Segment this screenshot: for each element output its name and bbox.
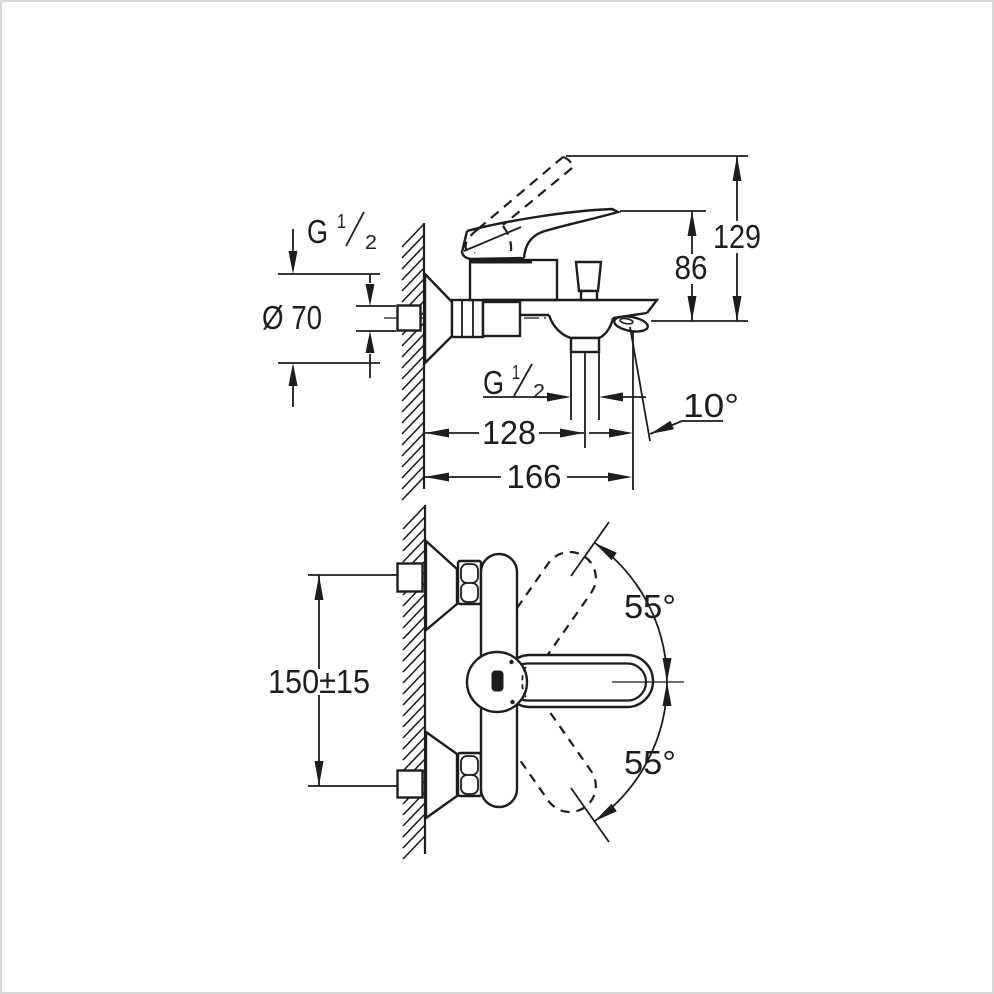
depth-outlet-label: 128 — [482, 414, 536, 451]
logo-mark — [491, 670, 504, 692]
dim-lines — [483, 352, 646, 448]
dim-height-86: 86 — [675, 211, 708, 321]
upper-union — [396, 538, 483, 633]
dim-arrows — [425, 428, 633, 438]
swivel-lower-label: 55° — [624, 744, 676, 781]
diverter-stem — [579, 289, 599, 302]
cartridge-housing — [468, 258, 559, 302]
leader-arrow — [650, 420, 674, 434]
union-nut-facets — [461, 301, 474, 336]
radius-line-lower — [570, 787, 610, 843]
dim-depth-166: 166 — [425, 332, 634, 495]
dim-lines — [278, 229, 396, 407]
screw-dot-top — [509, 659, 514, 665]
dim-heights: 129 86 — [566, 155, 761, 322]
union-nut — [450, 298, 485, 339]
outlet-nipple — [569, 336, 601, 354]
lever-cap-edge — [463, 226, 522, 252]
aerator-inner — [619, 317, 634, 325]
lower-nut-facet-1 — [460, 755, 479, 776]
diverter-knob — [574, 260, 603, 293]
dim-swivel-angles: 55° 55° — [570, 521, 684, 843]
dim-height-129: 129 — [713, 156, 761, 321]
outlet-thread-num: 1 — [512, 362, 520, 384]
front-view: 150±15 — [268, 505, 684, 860]
side-view: G 1 2 Ø 70 129 86 G 1 — [262, 155, 761, 501]
dim-arrows — [687, 211, 697, 321]
lower-nut-facet-2 — [460, 774, 479, 795]
upper-nut-facet-1 — [460, 563, 479, 584]
lever-raised-dashed — [464, 155, 574, 255]
wall-thread-den: 2 — [365, 232, 377, 254]
dim-depth-128: 128 — [425, 414, 633, 451]
lever-cap — [460, 230, 525, 261]
dim-wall-thread: G 1 2 — [278, 211, 396, 407]
wall-union-square — [396, 304, 422, 332]
lever-blade — [466, 207, 622, 259]
extension-lines — [308, 574, 399, 787]
wall-thread-main: G — [307, 213, 328, 250]
wall-thread-slash — [345, 211, 365, 247]
outlet-thread-slash — [513, 363, 533, 397]
upper-union-square — [396, 562, 424, 593]
dim-spout-angle: 10° — [629, 326, 739, 442]
angle-line — [629, 326, 651, 442]
lower-escutcheon — [424, 729, 459, 821]
dim-depths: 128 166 — [425, 332, 634, 495]
lower-union — [396, 729, 483, 821]
radius-line-upper — [570, 521, 610, 577]
swivel-upper-label: 55° — [624, 588, 676, 625]
depth-overall-label: 166 — [507, 458, 562, 495]
outlet-thread-den: 2 — [533, 381, 545, 403]
hidden-edge-dashed — [521, 666, 527, 698]
dim-union-spacing: 150±15 — [268, 574, 399, 787]
height-overall-label: 129 — [713, 218, 761, 255]
upper-escutcheon — [424, 538, 459, 633]
dim-outlet-thread: G 1 2 — [483, 352, 646, 448]
height-body-label: 86 — [675, 249, 708, 286]
dim-arrows — [314, 575, 324, 786]
lower-union-square — [396, 769, 424, 799]
flange-diameter-label: Ø 70 — [262, 299, 322, 336]
body-adapter — [481, 300, 522, 338]
faucet-side-silhouette — [396, 155, 660, 366]
union-spacing-label: 150±15 — [268, 663, 370, 700]
spout-angle-label: 10° — [683, 387, 739, 424]
outlet-thread-main: G — [483, 364, 504, 401]
upper-nut-facet-2 — [460, 582, 479, 603]
screw-dot-bottom — [510, 699, 515, 705]
dim-arrows — [547, 392, 623, 402]
faucet-front-silhouette — [465, 552, 655, 809]
wall-thread-num: 1 — [337, 211, 346, 233]
spout-body-top — [483, 298, 660, 314]
dim-arrows — [425, 472, 632, 482]
